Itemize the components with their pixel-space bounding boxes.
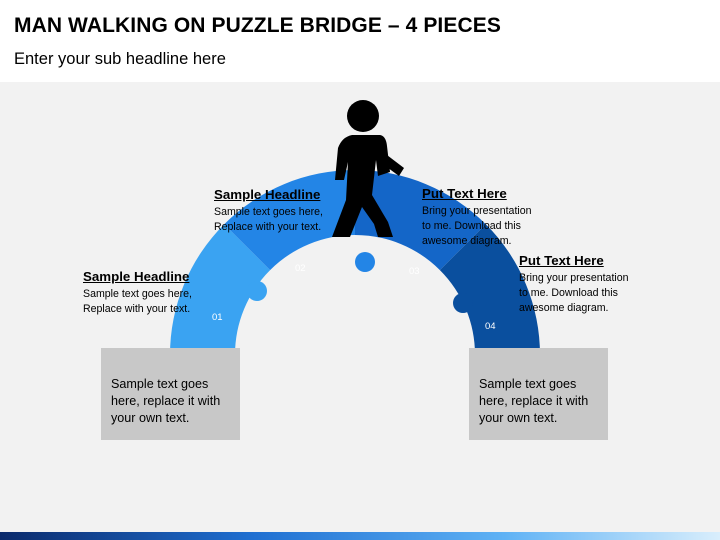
text-block-right-high: Put Text Here Bring your presentation to…: [422, 185, 532, 249]
headline: Put Text Here: [519, 253, 604, 268]
piece-number-03: 03: [409, 266, 420, 277]
text-block-left-high: Sample Headline Sample text goes here, R…: [214, 186, 323, 235]
puzzle-piece-02: [224, 170, 355, 271]
text-block-left-low: Sample Headline Sample text goes here, R…: [83, 268, 192, 317]
text-box-left: Sample text goes here, replace it with y…: [101, 348, 240, 440]
headline: Put Text Here: [422, 186, 507, 201]
piece-number-01: 01: [212, 312, 223, 323]
slide-title: MAN WALKING ON PUZZLE BRIDGE – 4 PIECES: [14, 14, 501, 37]
body-text: Sample text goes here, Replace with your…: [214, 206, 323, 233]
piece-number-04: 04: [485, 321, 496, 332]
headline: Sample Headline: [214, 187, 321, 202]
text-box-right: Sample text goes here, replace it with y…: [469, 348, 608, 440]
piece-number-02: 02: [295, 263, 306, 274]
headline: Sample Headline: [83, 269, 190, 284]
body-text: Bring your presentation to me. Download …: [519, 272, 629, 314]
puzzle-piece-04: [439, 224, 540, 355]
slide-subtitle: Enter your sub headline here: [14, 50, 226, 68]
body-text: Bring your presentation to me. Download …: [422, 205, 532, 247]
walking-man-icon: [332, 100, 404, 237]
puzzle-knob-02-03: [355, 252, 375, 272]
puzzle-piece-01: [170, 224, 271, 355]
puzzle-knob-01-02: [247, 281, 267, 301]
text-block-right-low: Put Text Here Bring your presentation to…: [519, 252, 629, 316]
puzzle-piece-03: [355, 170, 486, 271]
bottom-accent-bar: [0, 532, 720, 540]
body-text: Sample text goes here, Replace with your…: [83, 288, 192, 315]
puzzle-knob-03-04: [453, 293, 473, 313]
